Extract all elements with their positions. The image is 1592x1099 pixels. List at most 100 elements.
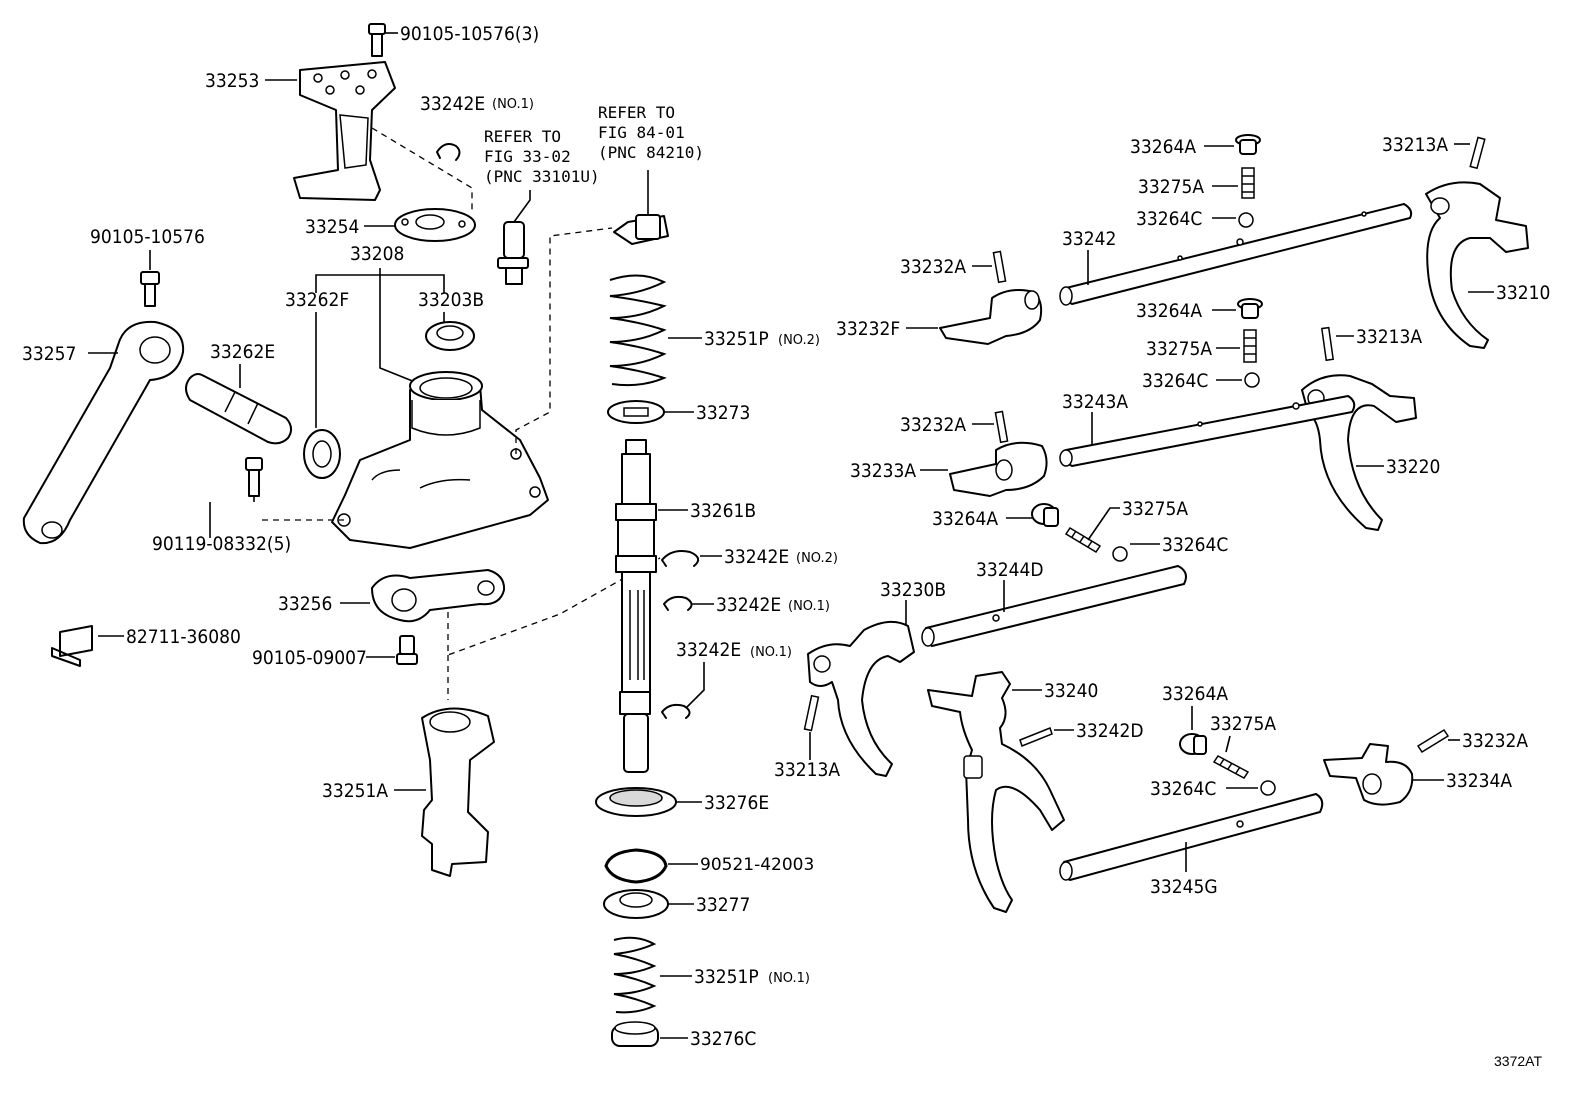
fork-33240 [927,671,1065,913]
label-33262F: 33262F [285,289,349,311]
label-33264C-c: 33264C [1162,534,1228,556]
label-33208: 33208 [350,243,404,265]
label-33213A-a: 33213A [1382,134,1448,156]
label-33251P-a-note: (NO.2) [778,333,820,348]
label-33264C-d: 33264C [1150,778,1216,800]
label-33242D: 33242D [1076,720,1144,742]
ref-left-line3: (PNC 33101U) [484,167,600,186]
clip-33242E-no1-low [661,703,691,719]
bolt-90105-10576-3 [368,23,398,57]
label-90119-08332: 90119-08332(5) [152,533,291,555]
spring-33275A-b [1243,329,1257,363]
rod-33242 [1059,203,1413,306]
label-33210: 33210 [1496,282,1550,304]
label-82711-36080: 82711-36080 [126,626,241,648]
label-33232A-a: 33232A [900,256,966,278]
seal-33262F [303,429,341,479]
ref-right-line1: REFER TO [598,103,675,122]
label-33213A-c: 33213A [774,759,840,781]
block-33233A [949,441,1048,497]
label-33275A-b: 33275A [1146,338,1212,360]
label-33230B: 33230B [880,579,946,601]
label-33275A-a: 33275A [1138,176,1204,198]
spring-33251P-no2 [609,274,667,387]
ball-33264C-a [1238,212,1254,228]
lever-33257 [22,320,185,545]
plug-33264A-a [1235,134,1261,155]
clip-33242E-no1-top [436,143,461,161]
washer-33273 [607,400,665,424]
ref-right-line2: FIG 84-01 [598,123,685,142]
label-90521-42003: 90521-42003 [700,855,814,875]
label-33251P-b-note: (NO.1) [768,971,810,986]
label-33253: 33253 [205,70,259,92]
pin-33213A-b [1320,326,1335,362]
label-33242E-c-note: (NO.1) [788,599,830,614]
label-33251P-a: 33251P [704,328,769,350]
ref-right-line3: (PNC 84210) [598,143,704,162]
pin-33262E [185,373,292,445]
bolt-90105-09007 [396,635,418,665]
figure-id: 3372AT [1494,1053,1542,1069]
label-33264A-c: 33264A [932,508,998,530]
label-33242E-d: 33242E [676,639,741,661]
label-33264A-a: 33264A [1130,136,1196,158]
label-33232A-b: 33232A [900,414,966,436]
label-33203B: 33203B [418,289,484,311]
label-33213A-b: 33213A [1356,326,1422,348]
label-33232F: 33232F [836,318,900,340]
label-33256: 33256 [278,593,332,615]
snap-ring-90521-42003 [604,848,668,884]
bracket-33253 [293,61,396,201]
pin-33232A-a [992,250,1007,284]
pin-33213A-a [1469,136,1486,170]
rod-33244D [921,565,1187,647]
label-33262E: 33262E [210,341,275,363]
ball-33264C-c [1112,546,1128,562]
spring-33275A-d [1212,755,1250,779]
seat-33276C [611,1021,659,1047]
fork-33220 [1301,374,1417,531]
clip-33242E-no1-mid [663,595,693,611]
ball-33264C-b [1244,372,1260,388]
label-33242E-b-note: (NO.2) [796,551,838,566]
clip-82711-36080 [51,625,93,667]
seal-33203B [425,321,475,351]
spring-33251P-no1 [613,936,657,1014]
label-33264C-a: 33264C [1136,208,1202,230]
label-33242E-b: 33242E [724,546,789,568]
label-33251P-b: 33251P [694,966,759,988]
plug-33264A-b [1237,298,1263,319]
label-33234A: 33234A [1446,770,1512,792]
shaft-33261B [615,439,657,773]
spring-33275A-a [1241,167,1255,199]
rod-33245G [1059,793,1324,881]
pin-33232A-c [1416,728,1450,754]
label-33232A-c: 33232A [1462,730,1528,752]
label-33276E: 33276E [704,792,769,814]
label-90105-09007: 90105-09007 [252,647,367,669]
spring-33275A-c [1064,526,1102,554]
label-33254: 33254 [305,216,359,238]
label-33244D: 33244D [976,559,1044,581]
label-33276C: 33276C [690,1028,756,1050]
block-33232F [939,289,1043,345]
label-33220: 33220 [1386,456,1440,478]
label-33240: 33240 [1044,680,1098,702]
retainer-33277 [603,889,669,919]
fork-33230B [807,620,915,777]
shift-head-33251A [421,707,495,877]
label-33242E-c: 33242E [716,594,781,616]
pin-33232A-b [994,410,1009,444]
seat-33276E [595,787,677,817]
switch-ref-84210 [613,214,669,245]
label-33251A: 33251A [322,780,388,802]
label-33243A: 33243A [1062,391,1128,413]
label-33275A-d: 33275A [1210,713,1276,735]
label-33264C-b: 33264C [1142,370,1208,392]
label-33257: 33257 [22,343,76,365]
housing-33208 [331,371,549,549]
label-33233A: 33233A [850,460,916,482]
plate-33254 [394,208,476,242]
